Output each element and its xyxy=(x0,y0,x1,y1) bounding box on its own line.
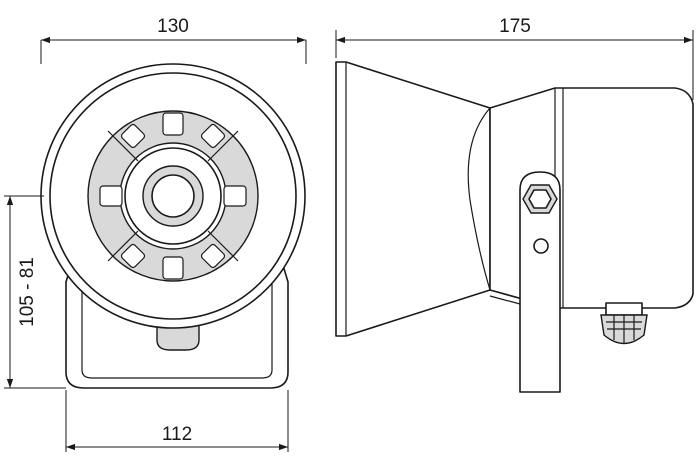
side-horn-flare xyxy=(335,61,491,337)
side-mount-arm xyxy=(519,171,561,393)
hex-bolt-socket xyxy=(528,189,552,209)
dim-label-bracket-width: 112 xyxy=(162,424,192,445)
side-neck-curve xyxy=(467,107,491,291)
dim-label-front-width: 130 xyxy=(157,16,189,37)
front-bracket-inner-edge xyxy=(81,282,273,379)
side-view xyxy=(335,61,694,393)
dimensions: 130 175 105 - 81 112 xyxy=(4,16,694,452)
dim-label-side-width: 175 xyxy=(499,16,531,37)
dim-label-height: 105 - 81 xyxy=(17,257,38,327)
arm-pivot-hole xyxy=(533,238,549,254)
center-hub-dome xyxy=(151,174,195,218)
side-cable-gland xyxy=(600,302,648,345)
grille-spokes xyxy=(107,130,239,262)
side-arm-brace xyxy=(489,295,521,305)
front-view xyxy=(40,63,306,389)
grille-slots xyxy=(99,112,247,280)
